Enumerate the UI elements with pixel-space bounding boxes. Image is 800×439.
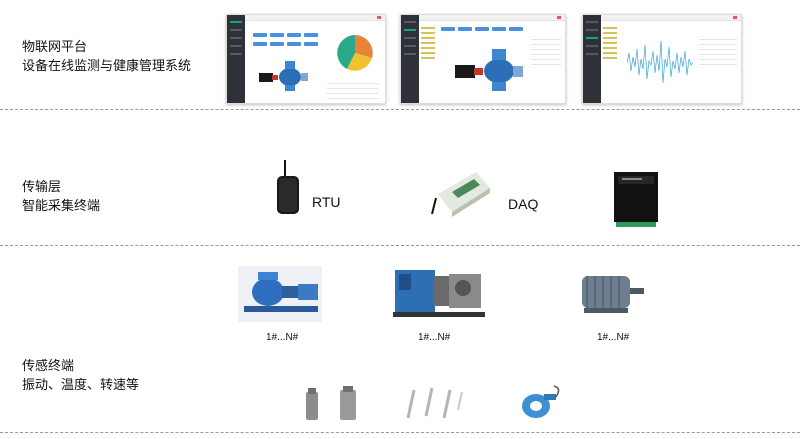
- sensing-title-line2: 振动、温度、转速等: [22, 378, 140, 393]
- device-tree: [603, 24, 617, 59]
- sidebar-nav: [227, 15, 245, 103]
- sidebar-nav: [583, 15, 601, 103]
- platform-layer-title: 物联网平台 设备在线监测与健康管理系统: [22, 38, 191, 76]
- pump-count-label: 1#...N#: [266, 332, 299, 343]
- divider-transport-sensing: [0, 245, 800, 246]
- compressor-equipment-image: [393, 270, 485, 317]
- dashboard-screenshot-overview: [226, 14, 386, 104]
- info-lines: [699, 35, 737, 65]
- transport-layer-title: 传输层 智能采集终端: [22, 178, 100, 216]
- divider-platform-transport: [0, 109, 800, 110]
- sensing-layer-title: 传感终端 振动、温度、转速等: [22, 357, 139, 395]
- top-bar: [245, 15, 385, 21]
- vibration-sensor-image: [306, 386, 356, 420]
- motor-equipment-image: [582, 276, 644, 313]
- dashboard-screenshot-equipment: [400, 14, 566, 104]
- device-tree: [421, 24, 435, 59]
- top-bar: [419, 15, 565, 21]
- rtu-device-image: [277, 160, 299, 214]
- kpi-tiles-row-1: [253, 33, 318, 37]
- rtu-label: RTU: [312, 194, 341, 210]
- daq-device-image: [431, 172, 490, 217]
- pie-chart: [337, 35, 373, 71]
- temperature-probe-image: [406, 387, 463, 419]
- vibration-waveform-chart: [627, 40, 693, 84]
- platform-title-line1: 物联网平台: [22, 40, 88, 55]
- dashboard-screenshot-waveform: [582, 14, 742, 104]
- top-bar: [601, 15, 741, 21]
- platform-title-line2: 设备在线监测与健康管理系统: [22, 59, 192, 74]
- pump-equipment-image: [238, 266, 322, 322]
- transport-title-line2: 智能采集终端: [22, 199, 101, 214]
- sensing-title-line1: 传感终端: [22, 359, 75, 374]
- speed-sensor-image: [522, 385, 560, 418]
- transport-title-line1: 传输层: [22, 180, 62, 195]
- kpi-tiles-row: [441, 27, 523, 31]
- divider-bottom: [0, 432, 800, 433]
- compressor-count-label: 1#...N#: [418, 332, 451, 343]
- daq-label: DAQ: [508, 196, 539, 212]
- info-lines: [531, 35, 561, 65]
- motor-count-label: 1#...N#: [597, 332, 630, 343]
- pump-image: [259, 61, 308, 91]
- kpi-tiles-row-2: [253, 42, 318, 46]
- gateway-device-image: [614, 172, 658, 227]
- table-rows: [327, 79, 379, 99]
- pump-image: [455, 49, 523, 91]
- sidebar-nav: [401, 15, 419, 103]
